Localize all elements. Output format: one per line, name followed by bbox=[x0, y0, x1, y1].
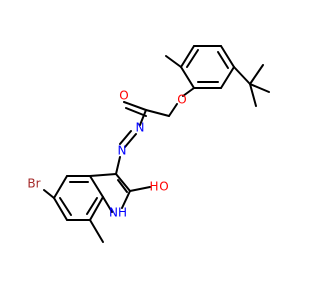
bond-carbonyl-o bbox=[123, 101, 147, 111]
bond-c2-n1 bbox=[121, 190, 131, 209]
bond-ar1-ar2 bbox=[180, 66, 195, 89]
bond-tbu-me1 bbox=[249, 64, 264, 85]
bond-n-n-double bbox=[119, 130, 132, 145]
bond-c3-c2 bbox=[115, 173, 131, 192]
bond-tbu-me2 bbox=[249, 83, 270, 93]
bond-carbonyl-ch2 bbox=[145, 109, 170, 117]
atom-label-bromine: Br bbox=[27, 177, 40, 191]
bond-c7-c7-double bbox=[86, 197, 98, 215]
bond-c3-n bbox=[115, 156, 121, 175]
atom-label-azo-nitrogen-1: N bbox=[136, 121, 145, 135]
bond-ch2-o bbox=[168, 103, 178, 117]
chemical-structure-diagram: O O N N Br O H NH bbox=[27, 45, 270, 243]
atom-label-hydroxyl-hydrogen: H bbox=[149, 180, 158, 194]
bond-o-aryl bbox=[182, 87, 195, 97]
atom-label-azo-nitrogen-2: N bbox=[118, 144, 127, 158]
bond-ar2-ar3 bbox=[180, 45, 195, 68]
atom-label-ether-oxygen: O bbox=[177, 93, 186, 107]
bond-ar4-ar5-double bbox=[217, 51, 229, 69]
atom-label-ring-nh: NH bbox=[109, 206, 127, 220]
bond-c2-oh bbox=[129, 186, 151, 192]
bond-c6-c5-double bbox=[59, 197, 72, 216]
bond-tbu-me3 bbox=[249, 83, 257, 107]
bond-n-carbonyl bbox=[139, 109, 147, 126]
bond-n-n bbox=[124, 133, 137, 148]
bond-ar2-ar3-double bbox=[186, 49, 199, 68]
molecule-structure-canvas: O O N N Br O H NH bbox=[27, 45, 270, 243]
bond-c7-methyl bbox=[89, 219, 104, 243]
bond-c5-br bbox=[43, 189, 55, 199]
atom-label-hydroxyl-oxygen: O bbox=[159, 180, 168, 194]
bond-c5-c4 bbox=[53, 175, 68, 199]
atom-labels: O O N N Br O H NH bbox=[27, 89, 186, 220]
atom-label-carbonyl-oxygen: O bbox=[119, 89, 128, 103]
bond-ar5-ar6 bbox=[220, 66, 235, 89]
bond-ar4-ar5 bbox=[220, 45, 235, 68]
bond-c7a-c7 bbox=[89, 196, 104, 221]
bond-c6-c5 bbox=[53, 197, 68, 221]
bond-ar5-tbu bbox=[233, 66, 251, 85]
bond-group bbox=[43, 45, 270, 243]
bond-c3a-c3 bbox=[89, 173, 117, 177]
bond-carbonyl-o-double bbox=[125, 107, 147, 117]
bond-c3-c2-double bbox=[117, 179, 128, 193]
bond-c3a-c7a bbox=[89, 175, 104, 198]
bond-ar2-methyl bbox=[165, 55, 182, 68]
bond-n1-c7a bbox=[102, 196, 113, 213]
